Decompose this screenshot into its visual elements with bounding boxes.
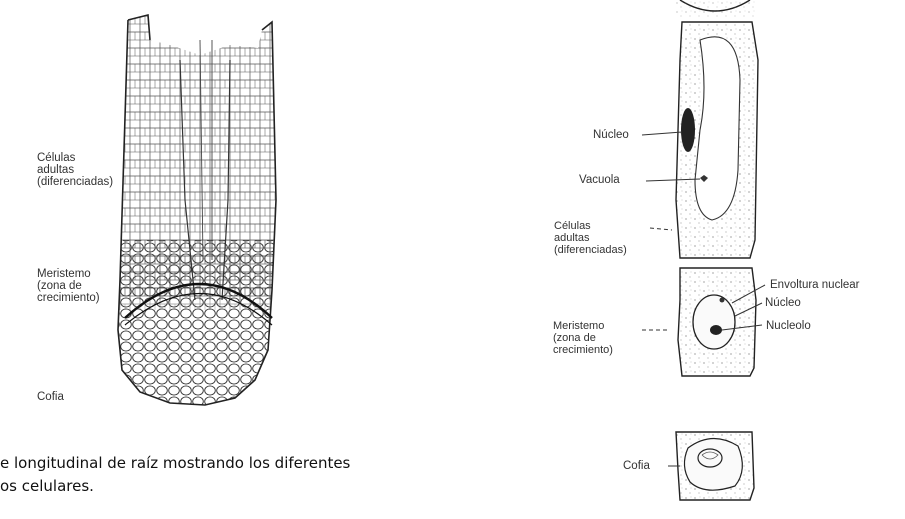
nuclear-envelope-shape — [693, 295, 735, 349]
right-nucleus-mid-label: Núcleo — [765, 297, 801, 309]
right-top-cell-fragment — [676, 0, 756, 18]
right-meristem-label: Meristemo (zona de crecimiento) — [553, 320, 613, 356]
adult-cell — [676, 22, 758, 258]
right-root-cap-label: Cofia — [623, 460, 650, 472]
left-meristem-label: Meristemo (zona de crecimiento) — [37, 268, 100, 304]
root-cap-cell — [676, 432, 754, 500]
right-vacuole-label: Vacuola — [579, 174, 620, 186]
nucleus-dark — [681, 108, 695, 152]
caption-line-2: os celulares. — [0, 475, 470, 498]
right-nuclear-envelope-label: Envoltura nuclear — [770, 279, 860, 291]
caption-line-1: e longitudinal de raíz mostrando los dif… — [0, 452, 470, 475]
nucleolus-dark — [710, 325, 722, 335]
right-nucleus-top-label: Núcleo — [593, 129, 629, 141]
left-root-cap-label: Cofia — [37, 391, 64, 403]
figure-caption: e longitudinal de raíz mostrando los dif… — [0, 452, 470, 498]
left-adult-cells-label: Células adultas (diferenciadas) — [37, 152, 113, 188]
meristem-cell — [678, 268, 756, 376]
right-adult-cells-label: Células adultas (diferenciadas) — [554, 220, 627, 256]
right-nucleolus-label: Nucleolo — [766, 320, 811, 332]
